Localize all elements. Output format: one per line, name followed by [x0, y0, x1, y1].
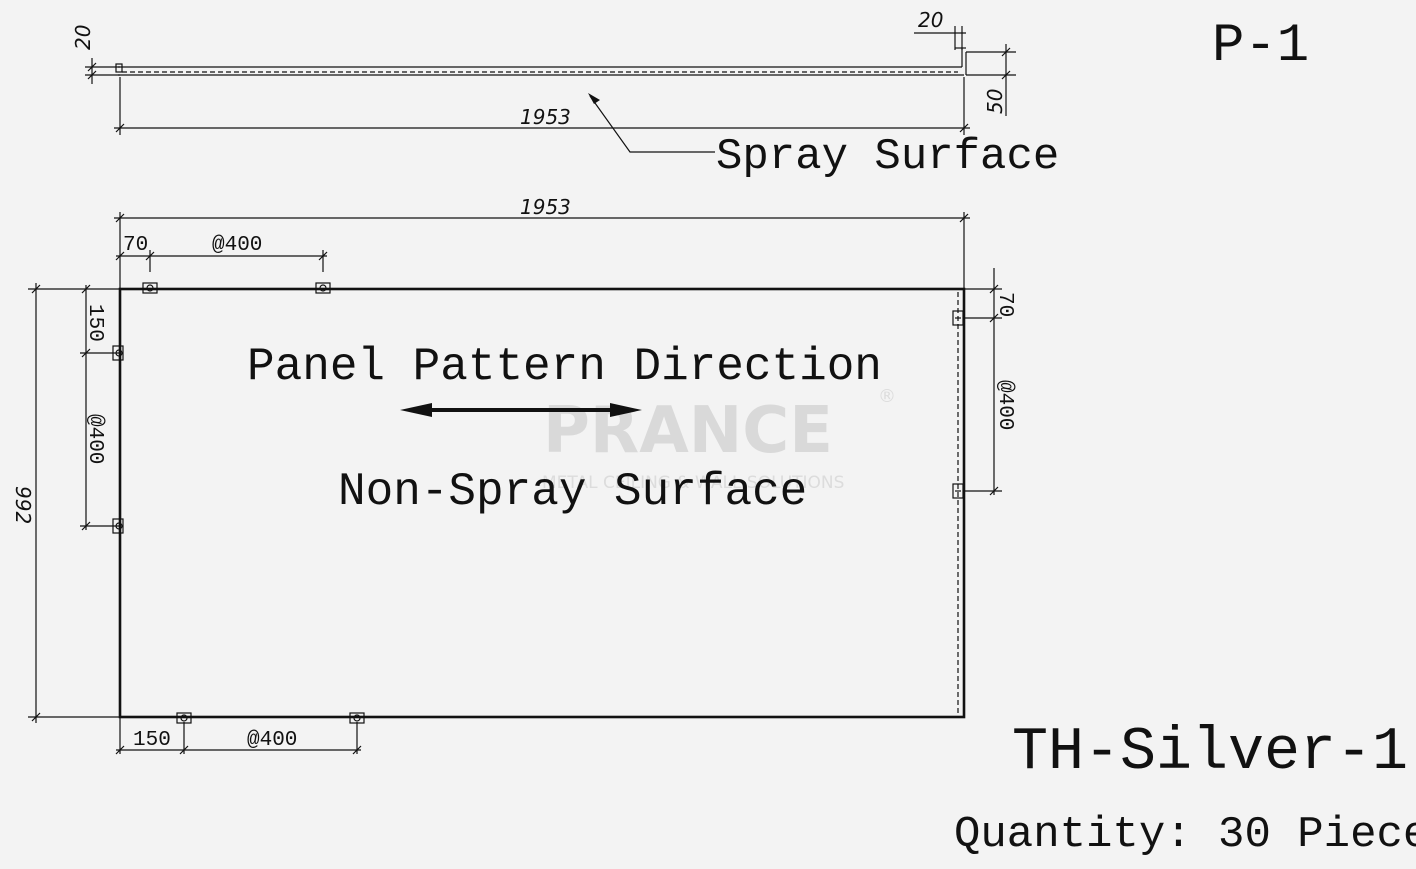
pattern-direction-label: Panel Pattern Direction — [247, 341, 882, 393]
spray-leader-line — [589, 95, 715, 153]
dim-plan-left-offset: 150 — [83, 304, 106, 342]
pattern-direction-arrow — [400, 403, 642, 417]
non-spray-surface-label: Non-Spray Surface — [338, 466, 807, 518]
watermark-brand: PRANCE — [543, 394, 833, 468]
plan-view: 1953 70 @400 992 150 @400 — [11, 195, 1016, 755]
dim-plan-left-spacing: @400 — [83, 414, 106, 464]
clip-bottom-2 — [349, 712, 365, 724]
clip-left-1 — [112, 345, 124, 361]
panel-outline — [118, 287, 966, 719]
dim-plan-right-offset: 70 — [993, 292, 1016, 317]
watermark: PRANCE ® METAL CEILING & WALL SOLUTIONS — [542, 386, 896, 493]
dim-section-length: 1953 — [520, 105, 571, 129]
dim-plan-bottom-offset: 150 — [133, 729, 171, 752]
spray-leader-arrow — [588, 93, 600, 104]
dim-plan-top-length: 1953 — [520, 195, 571, 219]
dim-section-left-height: 20 — [71, 25, 95, 50]
dim-plan-top-spacing: @400 — [212, 234, 262, 257]
clip-left-2 — [112, 518, 124, 534]
quantity-label: Quantity: 30 Pieces — [954, 810, 1416, 860]
clip-right-1 — [952, 310, 964, 326]
watermark-tagline: METAL CEILING & WALL SOLUTIONS — [542, 473, 844, 493]
clip-top-1 — [142, 282, 158, 294]
clip-right-2 — [952, 483, 964, 499]
dim-plan-left-height: 992 — [11, 486, 35, 524]
dim-plan-right-spacing: @400 — [993, 380, 1016, 430]
profile-left-end — [115, 63, 123, 73]
dim-section-right-height: 50 — [983, 89, 1007, 114]
watermark-registered-mark: ® — [878, 386, 896, 407]
spray-surface-label: Spray Surface — [716, 132, 1059, 182]
dim-plan-bottom-spacing: @400 — [247, 729, 297, 752]
section-view: 20 20 50 1953 Spray Surface — [71, 8, 1059, 182]
dim-plan-top-offset: 70 — [123, 234, 148, 257]
dim-section-right-flange: 20 — [918, 8, 943, 32]
clip-bottom-1 — [176, 712, 192, 724]
material-code: TH-Silver-1 — [1012, 719, 1408, 787]
drawing-title: P-1 — [1212, 16, 1309, 77]
clip-top-2 — [315, 282, 331, 294]
